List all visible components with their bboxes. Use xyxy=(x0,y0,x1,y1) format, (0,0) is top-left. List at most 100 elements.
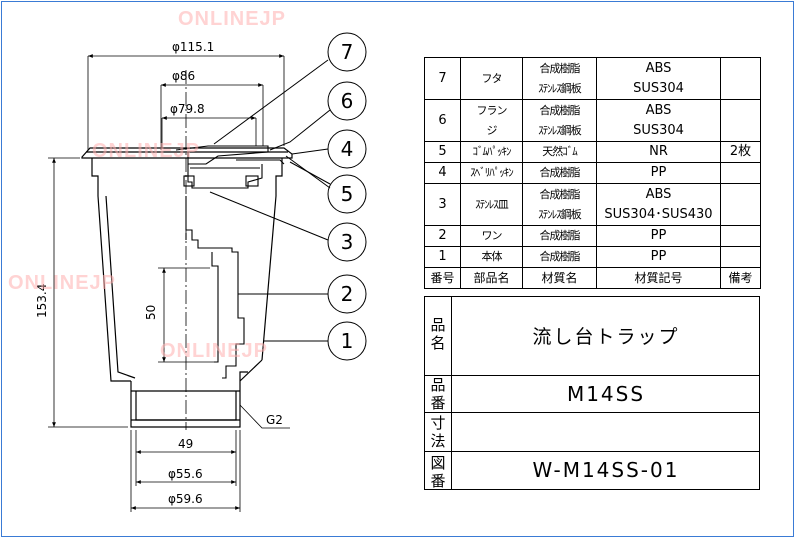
part-code-line: ABS xyxy=(645,60,672,76)
strainer-assembly xyxy=(175,145,285,189)
part-code: ABS SUS304 xyxy=(596,57,721,100)
dim-49: 49 xyxy=(178,437,193,451)
part-material: 合成樹脂 xyxy=(522,162,597,184)
dim-115: φ115.1 xyxy=(172,40,214,54)
part-material-line: ｽﾃﾝﾚｽ鋼板 xyxy=(538,207,582,221)
part-no: 3 xyxy=(424,183,461,226)
header-code: 材質記号 xyxy=(596,267,721,289)
part-material-line: 合成樹脂 xyxy=(539,250,581,263)
drawing-number: W-M14SS-01 xyxy=(532,458,680,482)
part-balloons xyxy=(209,32,367,361)
product-number: M14SS xyxy=(566,382,646,406)
bowl-part xyxy=(185,196,245,379)
part-material-line: 合成樹脂 xyxy=(539,166,581,179)
part-name-line: フタ xyxy=(481,71,503,85)
part-note xyxy=(720,162,761,184)
dim-153: 153.4 xyxy=(35,284,49,318)
part-name: フランジ xyxy=(460,99,523,142)
header-name: 部品名 xyxy=(460,267,523,289)
part-material-line: 天然ｺﾞﾑ xyxy=(542,145,578,158)
part-note xyxy=(720,246,761,268)
part-name-line: ｽﾃﾝﾚｽ皿 xyxy=(475,197,509,211)
part-note xyxy=(720,183,761,226)
part-name: ｺﾞﾑﾊﾟｯｷﾝ xyxy=(460,141,523,163)
part-name: フタ xyxy=(460,57,523,100)
part-code-line: NR xyxy=(649,144,668,159)
dim-86: φ86 xyxy=(172,69,195,83)
part-code-line: SUS304 xyxy=(633,80,684,96)
part-code-line: PP xyxy=(650,249,667,264)
dim-79: φ79.8 xyxy=(170,102,205,116)
tb-label-no: 品番 xyxy=(430,376,446,412)
product-name: 流し台トラップ xyxy=(532,326,680,348)
part-name-line: ｽﾍﾞﾘﾊﾟｯｷﾝ xyxy=(470,166,514,179)
tb-label-drawing: 図番 xyxy=(430,454,446,490)
part-code: PP xyxy=(596,225,721,247)
dimension-lines xyxy=(48,54,290,512)
parts-row: 5 ｺﾞﾑﾊﾟｯｷﾝ 天然ｺﾞﾑ NR 2枚 xyxy=(424,141,761,163)
part-code: PP xyxy=(596,162,721,184)
dimension-labels: φ115.1 φ86 φ79.8 153.4 50 49 φ55.6 φ59.6… xyxy=(35,40,283,506)
dim-50: 50 xyxy=(144,305,158,320)
part-material-line: 合成樹脂 xyxy=(539,61,581,75)
parts-row: 1 本体 合成樹脂 PP xyxy=(424,246,761,268)
part-name-line: フラン xyxy=(476,103,508,117)
part-material: 天然ｺﾞﾑ xyxy=(522,141,597,163)
balloon-6: 6 xyxy=(341,89,354,113)
tb-label-col xyxy=(424,296,452,490)
part-name-line: 本体 xyxy=(481,250,503,263)
part-no: 6 xyxy=(424,99,461,142)
part-note xyxy=(720,57,761,100)
part-code-line: PP xyxy=(650,165,667,180)
part-no: 1 xyxy=(424,246,461,268)
part-material-line: 合成樹脂 xyxy=(539,229,581,242)
balloon-4: 4 xyxy=(341,137,354,161)
part-name: ｽﾍﾞﾘﾊﾟｯｷﾝ xyxy=(460,162,523,184)
part-no: 5 xyxy=(424,141,461,163)
part-name: ｽﾃﾝﾚｽ皿 xyxy=(460,183,523,226)
header-material: 材質名 xyxy=(522,267,597,289)
part-material: 合成樹脂 xyxy=(522,246,597,268)
part-code-line: PP xyxy=(650,228,667,243)
part-code-line: SUS304･SUS430 xyxy=(604,206,713,222)
tb-label-dim: 寸法 xyxy=(430,414,446,450)
part-note xyxy=(720,99,761,142)
part-name-line: ｺﾞﾑﾊﾟｯｷﾝ xyxy=(472,145,512,158)
trap-body-outline xyxy=(81,147,293,428)
part-no: 4 xyxy=(424,162,461,184)
balloon-2: 2 xyxy=(341,282,354,306)
parts-header-row: 番号部品名材質名材質記号備考 xyxy=(424,267,761,289)
part-note: 2枚 xyxy=(720,141,761,163)
part-material-line: 合成樹脂 xyxy=(539,103,581,117)
parts-row: 4 ｽﾍﾞﾘﾊﾟｯｷﾝ 合成樹脂 PP xyxy=(424,162,761,184)
tb-label-name: 品名 xyxy=(430,316,446,352)
part-code-line: ABS xyxy=(645,102,672,118)
part-note xyxy=(720,225,761,247)
part-material: 合成樹脂 ｽﾃﾝﾚｽ鋼板 xyxy=(522,183,597,226)
dim-59: φ59.6 xyxy=(168,492,203,506)
part-code: NR xyxy=(596,141,721,163)
part-material: 合成樹脂ｽﾃﾝﾚｽ鋼板 xyxy=(522,57,597,100)
part-name-line: ジ xyxy=(486,123,498,137)
part-no: 2 xyxy=(424,225,461,247)
tb-dim-row xyxy=(424,412,760,452)
balloon-3: 3 xyxy=(341,230,354,254)
part-code: PP xyxy=(596,246,721,268)
part-no: 7 xyxy=(424,57,461,100)
balloon-5: 5 xyxy=(341,182,354,206)
dim-thread: G2 xyxy=(266,413,283,427)
balloon-numbers: 7 6 4 5 3 2 1 xyxy=(341,40,354,353)
part-code: ABS SUS304 xyxy=(596,99,721,142)
part-code-line: SUS304 xyxy=(633,122,684,138)
trap-drawing: φ115.1 φ86 φ79.8 153.4 50 49 φ55.6 φ59.6… xyxy=(35,32,367,512)
part-material: 合成樹脂ｽﾃﾝﾚｽ鋼板 xyxy=(522,99,597,142)
balloon-1: 1 xyxy=(341,329,354,353)
part-material-line: 合成樹脂 xyxy=(539,187,581,201)
parts-row: 7 フタ 合成樹脂ｽﾃﾝﾚｽ鋼板 ABS SUS304 xyxy=(424,57,761,100)
part-material: 合成樹脂 xyxy=(522,225,597,247)
